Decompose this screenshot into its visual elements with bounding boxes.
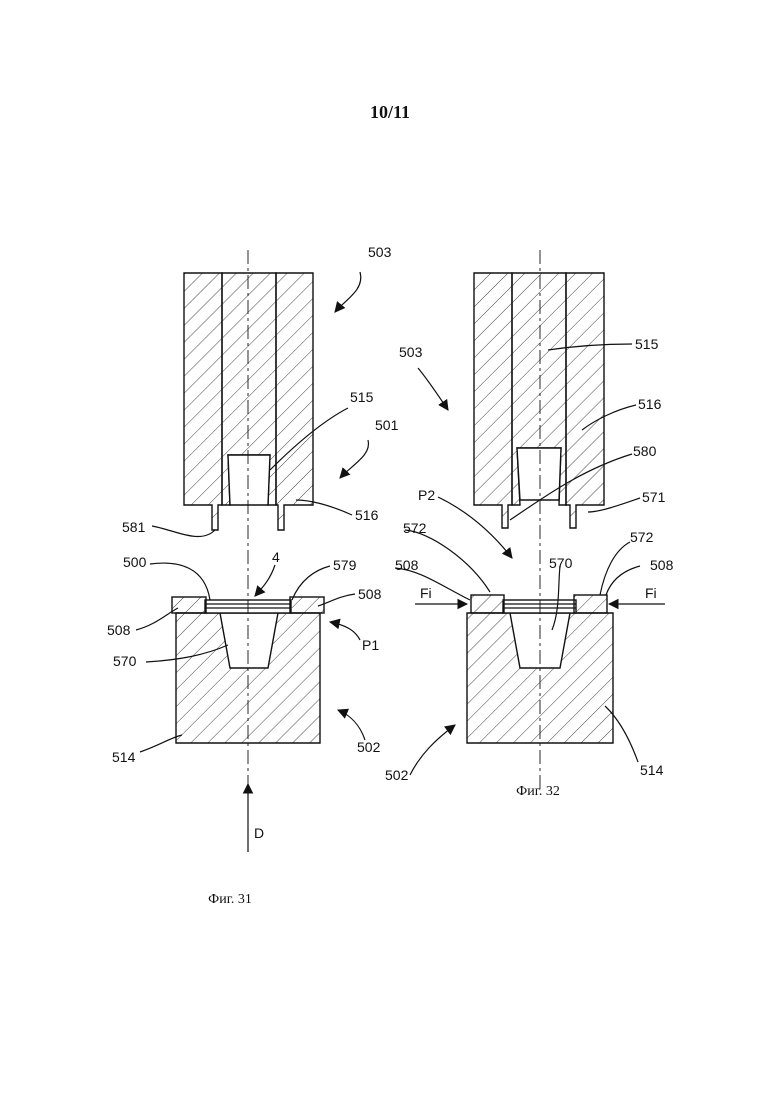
- label-571: 571: [642, 489, 666, 505]
- holder-508-left: [172, 597, 206, 613]
- label-570-32: 570: [549, 555, 573, 571]
- label-502: 502: [357, 739, 381, 755]
- sleeve-516-left-32: [474, 273, 512, 528]
- label-515-32: 515: [635, 336, 659, 352]
- caption-fig-31: Фиг. 31: [208, 892, 252, 907]
- page-number: 10/11: [370, 102, 410, 122]
- label-580: 580: [633, 443, 657, 459]
- label-516: 516: [355, 507, 379, 523]
- holder-508-right-32: [574, 595, 607, 613]
- figure-32: 515 503 516 580 P2 571 572 572 508 570 5…: [385, 250, 674, 799]
- label-508-right: 508: [358, 586, 382, 602]
- label-502-32: 502: [385, 767, 409, 783]
- label-508-left: 508: [107, 622, 131, 638]
- label-500: 500: [123, 554, 147, 570]
- label-581: 581: [122, 519, 146, 535]
- holder-508-right: [290, 597, 324, 613]
- label-572-left: 572: [403, 520, 427, 536]
- figure-31: 503 501 515 516 581 500 4 579 508 508 P1…: [107, 244, 399, 907]
- label-4: 4: [272, 549, 280, 565]
- label-516-32: 516: [638, 396, 662, 412]
- label-503: 503: [368, 244, 392, 260]
- die-cavity-570: [220, 613, 278, 668]
- label-508-right-32: 508: [650, 557, 674, 573]
- label-Fi-left: Fi: [420, 585, 432, 601]
- label-508-left-32: 508: [395, 557, 419, 573]
- label-P1: P1: [362, 637, 379, 653]
- label-501: 501: [375, 417, 399, 433]
- label-514: 514: [112, 749, 136, 765]
- label-Fi-right: Fi: [645, 585, 657, 601]
- sleeve-516-right-32: [566, 273, 604, 528]
- label-503-32: 503: [399, 344, 423, 360]
- sleeve-516-left: [184, 273, 222, 530]
- holder-508-left-32: [471, 595, 504, 613]
- punch-tip-cavity-32: [517, 448, 561, 500]
- label-572-right: 572: [630, 529, 654, 545]
- label-D: D: [254, 825, 264, 841]
- label-515: 515: [350, 389, 374, 405]
- sleeve-516-right: [276, 273, 313, 530]
- label-570: 570: [113, 653, 137, 669]
- punch-tip-cavity: [228, 455, 270, 505]
- label-P2: P2: [418, 487, 435, 503]
- caption-fig-32: Фиг. 32: [516, 784, 560, 799]
- label-579: 579: [333, 557, 357, 573]
- workpiece-32: [503, 600, 576, 613]
- label-514-32: 514: [640, 762, 664, 778]
